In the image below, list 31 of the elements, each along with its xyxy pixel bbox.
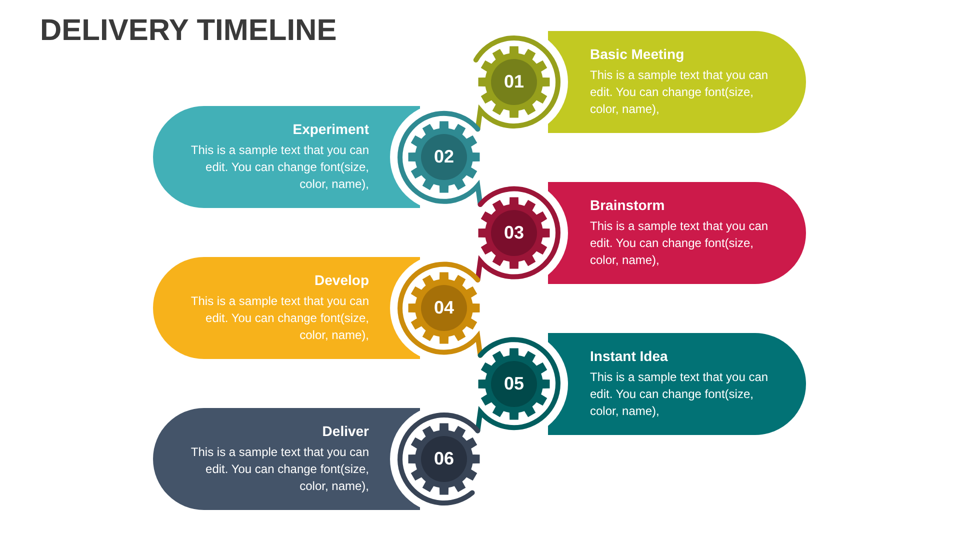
step-heading: Brainstorm	[590, 196, 666, 213]
step-number: 03	[502, 222, 526, 244]
gear-badge	[477, 45, 551, 119]
gear-badge	[477, 196, 551, 270]
step-heading: Develop	[314, 272, 369, 288]
step-number: 04	[432, 298, 456, 319]
step-card	[153, 408, 420, 510]
step-description: This is a sample text that you can edit. You can change font(size, color, name),	[190, 444, 369, 495]
step-description: This is a sample text that you can edit. You can change font(size, color, name),	[590, 67, 770, 118]
title: DELIVERY TIMELINE	[40, 14, 337, 48]
gear-badge	[407, 120, 481, 194]
step-number: 01	[502, 72, 526, 92]
gear-badge	[477, 346, 551, 421]
step-card	[153, 257, 420, 360]
gear-badge	[407, 422, 481, 496]
gear-badge	[407, 271, 481, 346]
step-card	[153, 106, 420, 208]
step-description: This is a sample text that you can edit. You can change font(size, color, name),	[190, 142, 369, 194]
step-description: This is a sample text that you can edit. You can change font(size, color, name),	[590, 218, 770, 269]
step-card	[548, 31, 806, 133]
step-number: 02	[432, 146, 456, 168]
step-card	[548, 182, 806, 284]
step-description: This is a sample text that you can edit. You can change font(size, color, name),	[190, 293, 369, 344]
step-heading: Experiment	[292, 121, 369, 138]
step-heading: Deliver	[321, 423, 369, 439]
step-heading: Instant Idea	[590, 348, 669, 364]
step-heading: Basic Meeting	[590, 46, 686, 62]
step-description: This is a sample text that you can edit. You can change font(size, color, name),	[590, 368, 770, 420]
step-number: 06	[432, 448, 456, 470]
step-card	[548, 332, 806, 435]
step-number: 05	[502, 373, 526, 394]
